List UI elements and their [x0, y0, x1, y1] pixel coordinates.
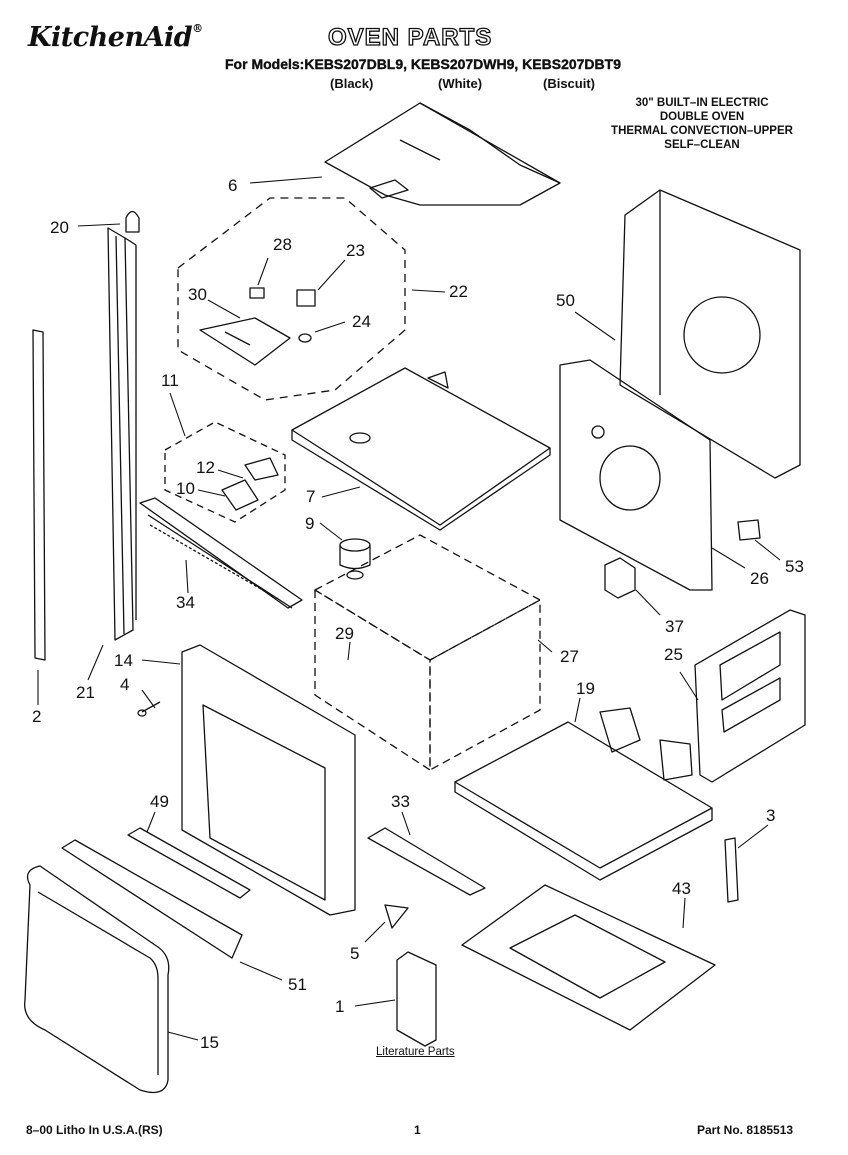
part-27-oven-liner: [314, 534, 541, 771]
callout-37: 37: [665, 617, 684, 636]
callout-19: 19: [576, 679, 595, 698]
page-title: OVEN PARTS: [327, 23, 493, 51]
part-43-lower-tray: [461, 884, 716, 1031]
callout-7: 7: [306, 487, 316, 506]
brand-name: KitchenAid: [28, 22, 193, 53]
callout-34: 34: [176, 593, 195, 612]
description-line: THERMAL CONVECTION–UPPER: [611, 125, 793, 137]
footer-part-number: Part No. 8185513: [697, 1123, 794, 1137]
callout-29: 29: [335, 624, 354, 643]
callout-49: 49: [150, 792, 169, 811]
leader-lines: [37, 176, 781, 1041]
part-19-shelf: [454, 707, 713, 881]
footer-litho: 8–00 Litho In U.S.A.(RS): [26, 1123, 163, 1137]
callout-11: 11: [161, 371, 179, 390]
callout-43: 43: [672, 879, 691, 898]
callout-14: 14: [114, 651, 133, 670]
callout-10: 10: [176, 479, 195, 498]
part-25-side-panel: [694, 609, 806, 783]
callout-53: 53: [785, 557, 804, 576]
description-line: SELF–CLEAN: [664, 139, 740, 151]
part-1-literature: [396, 951, 437, 1047]
part-9-fan-motor: [339, 538, 371, 580]
trademark: ®: [192, 22, 203, 35]
part-51-front-trim: [61, 839, 243, 959]
part-11-group-outline: [164, 421, 286, 523]
part-21-side-trim: [107, 227, 137, 641]
callout-12: 12: [196, 458, 215, 477]
part-33-trim: [367, 827, 486, 896]
part-15-gasket: [24, 865, 170, 1094]
part-26-convection-panel: [559, 359, 713, 591]
part-34-vent-panel: [139, 497, 303, 609]
footer-page-number: 1: [414, 1123, 421, 1137]
part-10-wire: [221, 479, 259, 511]
part-49-trim: [127, 827, 251, 899]
part-50-rear-panel: [619, 189, 801, 479]
product-description: 30" BUILT–IN ELECTRIC DOUBLE OVEN THERMA…: [592, 96, 812, 152]
part-7-top-cover: [291, 367, 551, 531]
description-line: 30" BUILT–IN ELECTRIC: [635, 97, 769, 109]
color-black: (Black): [330, 76, 374, 91]
part-12-sensor: [244, 457, 279, 481]
callout-30: 30: [188, 285, 207, 304]
part-3-bracket: [724, 837, 739, 903]
part-14-front-frame: [181, 644, 356, 916]
callout-21: 21: [76, 683, 95, 702]
callout-9: 9: [305, 514, 315, 533]
part-4-screw: [137, 701, 161, 717]
part-23-thermostat: [296, 289, 316, 307]
part-53-bracket: [737, 519, 761, 541]
color-biscuit: (Biscuit): [543, 76, 595, 91]
callout-3: 3: [766, 806, 776, 825]
brand-logo: KitchenAid®: [28, 22, 203, 53]
callout-4: 4: [120, 675, 130, 694]
callout-24: 24: [352, 312, 371, 331]
part-6-top-panel: [324, 102, 561, 206]
callout-28: 28: [273, 235, 292, 254]
callout-23: 23: [346, 241, 365, 260]
callout-2: 2: [32, 707, 42, 726]
part-24-fuse: [298, 333, 312, 343]
callout-27: 27: [560, 647, 579, 666]
callout-15: 15: [200, 1033, 219, 1052]
callout-20: 20: [50, 218, 69, 237]
part-37-element: [604, 557, 636, 599]
callout-22: 22: [449, 282, 468, 301]
part-20-cap: [125, 210, 140, 233]
callout-51: 51: [288, 975, 307, 994]
color-white: (White): [438, 76, 483, 91]
part-30-bracket: [199, 317, 291, 366]
part-5-gusset: [384, 904, 409, 929]
models-line: For Models:KEBS207DBL9, KEBS207DWH9, KEB…: [225, 56, 621, 72]
callout-6: 6: [228, 176, 238, 195]
callout-1: 1: [335, 997, 345, 1016]
callout-26: 26: [750, 569, 769, 588]
callout-33: 33: [391, 792, 410, 811]
part-22-group-outline: [177, 197, 406, 401]
part-28-switch: [249, 287, 265, 299]
literature-parts-label: Literature Parts: [376, 1046, 455, 1058]
callout-25: 25: [664, 645, 683, 664]
callout-5: 5: [350, 944, 360, 963]
description-line: DOUBLE OVEN: [659, 111, 745, 123]
part-2-strip: [32, 329, 46, 661]
callout-50: 50: [556, 291, 575, 310]
